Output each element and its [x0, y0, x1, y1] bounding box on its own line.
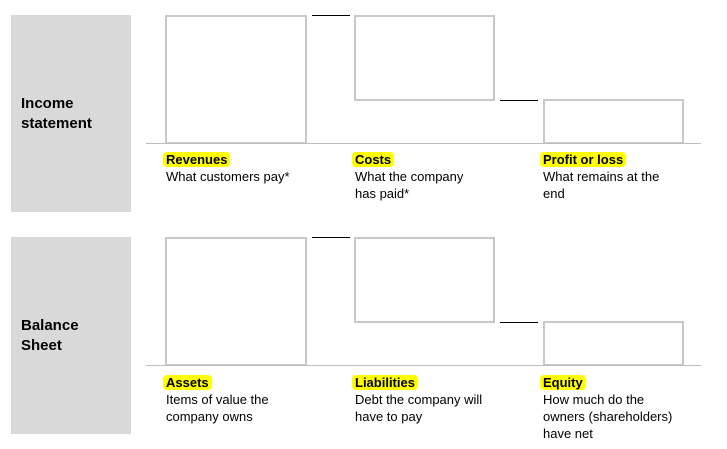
liabilities-title: Liabilities: [352, 375, 418, 390]
revenues-description: What customers pay*: [166, 169, 290, 184]
liabilities-description: Debt the company will have to pay: [355, 392, 483, 424]
balance-sheet-panel: Balance Sheet: [11, 237, 131, 434]
equity-description: How much do the owners (shareholders) ha…: [543, 392, 673, 441]
income-baseline: [146, 143, 701, 144]
balance-sheet-label: Balance Sheet: [21, 317, 79, 354]
equity-title: Equity: [540, 375, 586, 390]
assets-box: [165, 237, 307, 366]
costs-profit-connector: [500, 100, 538, 101]
costs-description: What the company has paid*: [355, 169, 464, 201]
revenues-box: [165, 15, 307, 144]
balance-baseline: [146, 365, 701, 366]
liabilities-box: [354, 237, 495, 323]
revenues-costs-connector: [312, 15, 350, 16]
assets-liabilities-connector: [312, 237, 350, 238]
liabilities-equity-connector: [500, 322, 538, 323]
profit-box: [543, 99, 684, 144]
assets-description: Items of value the company owns: [166, 392, 269, 424]
revenues-title: Revenues: [163, 152, 231, 167]
income-statement-panel: Income statement: [11, 15, 131, 212]
assets-title: Assets: [163, 375, 212, 390]
profit-description: What remains at the end: [543, 169, 660, 201]
income-statement-label: Income statement: [21, 95, 92, 132]
profit-title: Profit or loss: [540, 152, 627, 167]
costs-box: [354, 15, 495, 101]
costs-title: Costs: [352, 152, 395, 167]
equity-box: [543, 321, 684, 366]
